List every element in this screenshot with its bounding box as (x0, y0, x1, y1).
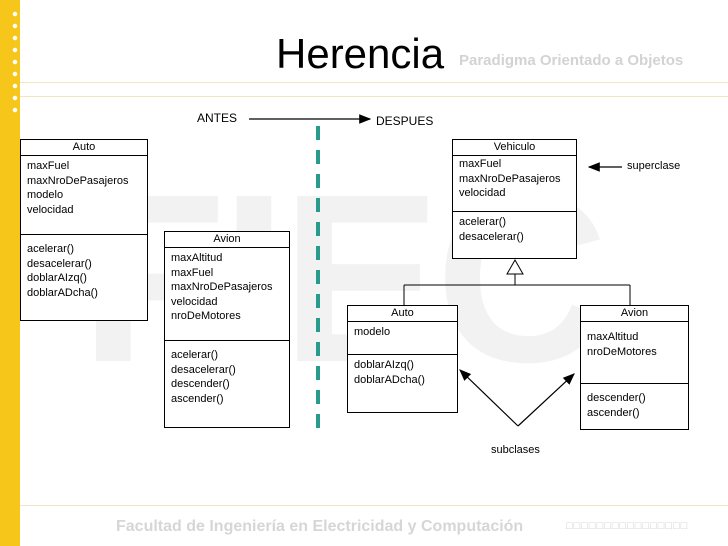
method: doblarADcha() (27, 286, 98, 299)
method: desacelerar() (27, 257, 92, 270)
attribute: modelo (354, 326, 391, 338)
attribute: maxNroDePasajeros (27, 174, 129, 187)
attribute: velocidad (171, 295, 218, 308)
slide-title: Herencia (276, 30, 445, 77)
subclases-label: subclases (491, 444, 540, 456)
method: desacelerar() (171, 363, 236, 376)
method-section: acelerar() desacelerar() (453, 211, 576, 247)
method: doblarAIzq() (27, 272, 87, 284)
method: acelerar() (171, 349, 219, 361)
attribute: nroDeMotores (171, 310, 241, 322)
class-name: Avion (581, 306, 688, 322)
method-section: acelerar() desacelerar() descender() asc… (165, 340, 289, 409)
attribute: maxNroDePasajeros (459, 172, 561, 185)
attribute: maxAltitud (587, 331, 639, 343)
method: ascender() (587, 406, 640, 419)
stripe-dot-pattern (9, 8, 21, 118)
attribute: maxFuel (27, 160, 70, 172)
method: descender() (587, 392, 646, 404)
attribute-section: modelo (348, 322, 457, 354)
method: ascender() (171, 392, 224, 405)
method: descender() (171, 378, 230, 390)
attribute: velocidad (459, 187, 506, 199)
class-box-antes-auto[interactable]: Auto maxFuel maxNroDePasajeros modelo ve… (20, 139, 148, 321)
attribute: maxFuel (459, 158, 502, 170)
attribute: maxNroDePasajeros (171, 281, 273, 293)
footer-tail: □□□□□□□□□□□□□□□□ (566, 520, 689, 532)
class-name: Vehiculo (453, 140, 576, 156)
subclases-arrow-right (517, 373, 575, 427)
attribute: modelo (27, 189, 64, 201)
attribute: nroDeMotores (587, 345, 657, 358)
footer-rule (20, 505, 728, 506)
antes-label: ANTES (197, 111, 238, 125)
inheritance-triangle (506, 258, 524, 275)
attribute: maxAltitud (171, 252, 223, 264)
subclases-arrow-left (459, 369, 519, 427)
header-rule-2 (20, 96, 728, 97)
method-section: doblarAIzq() doblarADcha() (348, 354, 457, 390)
class-name: Auto (348, 306, 457, 322)
attribute-section: maxAltitud maxFuel maxNroDePasajeros vel… (165, 248, 289, 340)
header-rule (20, 82, 728, 83)
method: acelerar() (27, 243, 75, 255)
class-box-antes-avion[interactable]: Avion maxAltitud maxFuel maxNroDePasajer… (164, 231, 290, 428)
class-name: Auto (21, 140, 147, 156)
despues-label: DESPUES (376, 114, 434, 128)
attribute-section: maxFuel maxNroDePasajeros modelo velocid… (21, 156, 147, 234)
attribute: velocidad (27, 203, 74, 216)
method: doblarADcha() (354, 373, 425, 386)
class-box-despues-avion[interactable]: Avion maxAltitud nroDeMotores descender(… (580, 305, 689, 430)
method-section: descender() ascender() (581, 383, 688, 423)
method-section: acelerar() desacelerar() doblarAIzq() do… (21, 234, 147, 303)
method: desacelerar() (459, 230, 524, 243)
attribute: maxFuel (171, 266, 214, 279)
left-accent-stripe (0, 0, 21, 546)
class-name: Avion (165, 232, 289, 248)
slide-footer: Facultad de Ingeniería en Electricidad y… (116, 518, 524, 535)
superclase-label: superclase (627, 160, 681, 172)
method: acelerar() (459, 216, 507, 228)
class-box-vehiculo[interactable]: Vehiculo maxFuel maxNroDePasajeros veloc… (452, 139, 577, 259)
attribute-section: maxFuel maxNroDePasajeros velocidad (453, 156, 576, 211)
class-box-despues-auto[interactable]: Auto modelo doblarAIzq() doblarADcha() (347, 305, 458, 413)
attribute-section: maxAltitud nroDeMotores (581, 322, 688, 383)
slide-subtitle: Paradigma Orientado a Objetos (459, 52, 684, 69)
method: doblarAIzq() (354, 359, 414, 371)
